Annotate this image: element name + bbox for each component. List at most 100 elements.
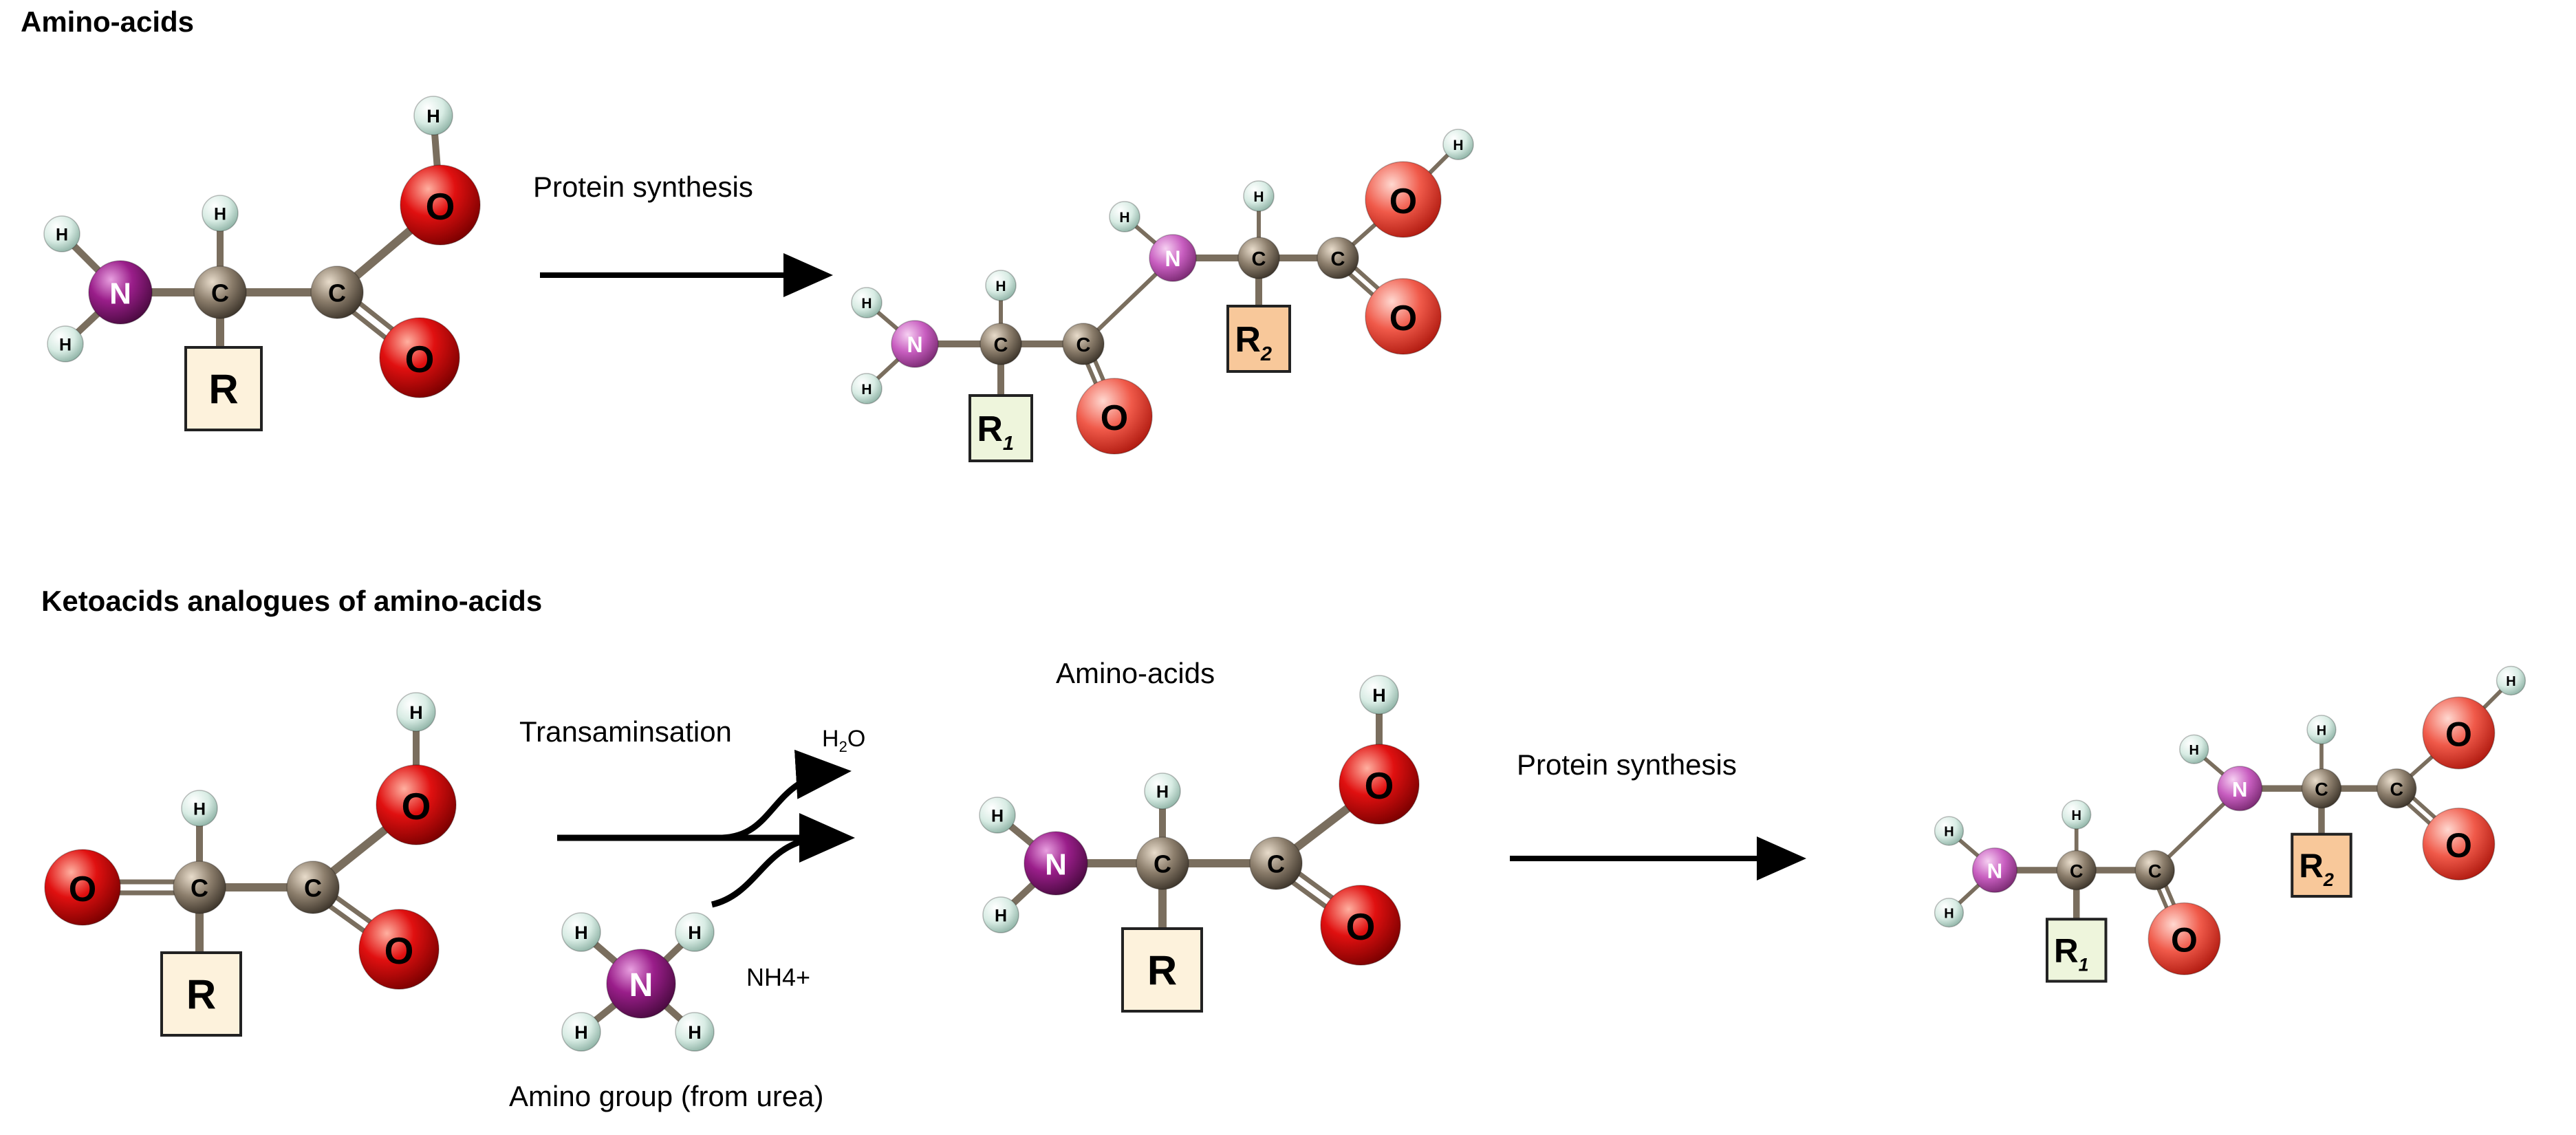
atom-m1-carbonyl-oxygen-label: O bbox=[405, 338, 435, 380]
atom-m2-nitrogen-label: N bbox=[1045, 848, 1067, 882]
atom-dp-top-amine-h2-label: H bbox=[861, 382, 872, 398]
atom-dp-bottom-n1: N bbox=[1971, 847, 2018, 894]
atom-dp-top-amine-h1: H bbox=[851, 287, 883, 318]
atom-dp-top-carbonyl1-oxygen: O bbox=[1076, 378, 1153, 455]
atom-m2-amine-h1: H bbox=[979, 797, 1016, 834]
atom-dp-bottom-carbonyl1-oxygen-label: O bbox=[2171, 921, 2198, 960]
atom-dp-bottom-hydroxyl-oxygen: O bbox=[2422, 696, 2496, 770]
atom-dp-bottom-alpha2-carbon: C bbox=[2301, 768, 2342, 809]
atom-dp-bottom-n2-label: N bbox=[2232, 777, 2247, 801]
atom-dp-bottom-carbonyl1-carbon: C bbox=[2134, 850, 2175, 891]
atom-keto-carboxyl-carbon-label: C bbox=[304, 874, 322, 902]
atom-dp-top-alpha2-carbon: C bbox=[1237, 237, 1280, 279]
atom-keto-hydroxyl-h-label: H bbox=[409, 702, 423, 723]
atom-ammonium-h4-label: H bbox=[688, 1022, 702, 1043]
atom-dp-top-carboxyl-carbon: C bbox=[1317, 237, 1359, 279]
atom-dp-top-carbonyl1-carbon: C bbox=[1062, 323, 1105, 365]
label-protein-synthesis-bottom: Protein synthesis bbox=[1517, 748, 1737, 781]
atom-m2-alpha-h: H bbox=[1144, 772, 1181, 810]
atom-m2-carbonyl-oxygen: O bbox=[1320, 885, 1401, 966]
atom-keto-ketone-oxygen-label: O bbox=[69, 869, 96, 909]
atom-dp-top-alpha1-h-label: H bbox=[995, 279, 1006, 294]
atom-m2-carboxyl-carbon: C bbox=[1249, 836, 1303, 890]
atom-dp-bottom-n2: N bbox=[2217, 766, 2263, 812]
atom-keto-ketone-oxygen: O bbox=[44, 849, 121, 926]
atom-keto-alpha-carbon: C bbox=[173, 861, 226, 914]
atom-dp-bottom-amide-h: H bbox=[2179, 734, 2209, 764]
atom-m1-alpha-h: H bbox=[202, 195, 239, 232]
atom-dp-bottom-alpha2-h-label: H bbox=[2317, 723, 2326, 738]
atom-m2-alpha-carbon: C bbox=[1136, 836, 1189, 890]
atom-m1-carboxyl-carbon-label: C bbox=[328, 279, 346, 307]
atom-keto-carbonyl-oxygen-label: O bbox=[385, 929, 414, 972]
atom-dp-bottom-carbonyl2-oxygen-label: O bbox=[2445, 826, 2472, 865]
atom-m1-nitrogen-label: N bbox=[109, 277, 131, 311]
atom-dp-bottom-hydroxyl-h-label: H bbox=[2506, 674, 2515, 689]
atom-dp-top-alpha1-carbon-label: C bbox=[994, 334, 1008, 356]
atom-keto-alpha-carbon-label: C bbox=[191, 874, 208, 902]
atom-dp-top-n2: N bbox=[1149, 234, 1197, 282]
label-amino-acids-product: Amino-acids bbox=[1056, 657, 1215, 689]
atom-m2-alpha-h-label: H bbox=[1156, 782, 1169, 801]
r1-box-dp-bottom: R1 bbox=[2046, 918, 2108, 983]
r-box-m2-label: R bbox=[1147, 948, 1177, 994]
atom-m2-hydroxyl-h: H bbox=[1359, 675, 1399, 715]
atom-dp-bottom-carbonyl1-carbon-label: C bbox=[2148, 861, 2162, 881]
atom-dp-bottom-alpha2-h: H bbox=[2306, 715, 2337, 745]
r2-box-dp-top: R2 bbox=[1226, 305, 1291, 373]
atom-m1-amine-h2: H bbox=[47, 325, 84, 363]
heading-ketoacids: Ketoacids analogues of amino-acids bbox=[41, 585, 543, 617]
atom-dp-bottom-hydroxyl-oxygen-label: O bbox=[2445, 715, 2472, 753]
atom-m1-nitrogen: N bbox=[88, 260, 153, 325]
atom-dp-top-hydroxyl-h-label: H bbox=[1453, 138, 1463, 153]
atom-ammonium-h2: H bbox=[675, 912, 715, 952]
atom-keto-alpha-h: H bbox=[181, 790, 218, 827]
atom-dp-bottom-carboxyl-carbon-label: C bbox=[2390, 779, 2404, 800]
label-transamination: Transaminsation bbox=[519, 715, 732, 748]
atom-dp-top-amine-h2: H bbox=[851, 373, 883, 404]
atom-dp-top-carbonyl2-oxygen-label: O bbox=[1389, 299, 1417, 338]
atom-dp-bottom-alpha1-h: H bbox=[2061, 799, 2092, 830]
atom-m2-hydroxyl-oxygen: O bbox=[1339, 744, 1420, 825]
atom-keto-hydroxyl-oxygen: O bbox=[376, 764, 457, 845]
atom-dp-top-n2-label: N bbox=[1165, 246, 1180, 271]
atom-dp-bottom-hydroxyl-h: H bbox=[2496, 665, 2526, 696]
atom-dp-top-carbonyl1-carbon-label: C bbox=[1076, 334, 1091, 356]
atom-dp-bottom-carbonyl1-oxygen: O bbox=[2147, 902, 2221, 975]
atom-dp-bottom-amine-h1: H bbox=[1934, 816, 1965, 846]
atom-ammonium-h4: H bbox=[675, 1012, 715, 1052]
label-water: H2O bbox=[822, 726, 866, 755]
atom-dp-top-alpha1-h: H bbox=[985, 270, 1017, 301]
atom-keto-carbonyl-oxygen: O bbox=[358, 909, 440, 990]
atom-dp-bottom-alpha1-carbon-label: C bbox=[2070, 861, 2083, 881]
atom-m1-amine-h1-label: H bbox=[56, 225, 68, 244]
atom-m2-carboxyl-carbon-label: C bbox=[1267, 850, 1285, 878]
atom-dp-top-carbonyl1-oxygen-label: O bbox=[1101, 398, 1128, 438]
atom-dp-top-carbonyl2-oxygen: O bbox=[1365, 278, 1442, 355]
bonds-layer bbox=[58, 112, 2513, 1035]
atom-ammonium-h1: H bbox=[561, 912, 601, 952]
atom-dp-top-alpha2-h-label: H bbox=[1253, 189, 1264, 205]
atom-dp-top-hydroxyl-oxygen: O bbox=[1365, 161, 1442, 238]
atom-dp-top-n1: N bbox=[891, 320, 939, 368]
atom-dp-bottom-amine-h2: H bbox=[1934, 898, 1965, 928]
atom-m2-amine-h2: H bbox=[982, 896, 1019, 933]
atom-ammonium-nitrogen-label: N bbox=[629, 967, 653, 1004]
atom-dp-bottom-carbonyl2-oxygen: O bbox=[2422, 808, 2496, 880]
atom-m2-hydroxyl-h-label: H bbox=[1372, 685, 1386, 706]
atom-dp-top-alpha2-carbon-label: C bbox=[1252, 248, 1266, 270]
atom-ammonium-h2-label: H bbox=[688, 922, 702, 943]
atom-dp-bottom-alpha1-carbon: C bbox=[2056, 850, 2097, 891]
atom-m1-hydroxyl-oxygen-label: O bbox=[426, 185, 455, 228]
atom-dp-bottom-amine-h2-label: H bbox=[1944, 906, 1953, 921]
r-box-keto: R bbox=[160, 951, 242, 1037]
atom-m2-amine-h1-label: H bbox=[991, 806, 1004, 825]
atom-m2-nitrogen: N bbox=[1024, 831, 1088, 896]
atom-m1-carboxyl-carbon: C bbox=[310, 266, 364, 319]
heading-amino-acids: Amino-acids bbox=[21, 6, 195, 38]
atom-ammonium-h3: H bbox=[561, 1012, 601, 1052]
atom-m1-alpha-carbon-label: C bbox=[211, 279, 229, 307]
